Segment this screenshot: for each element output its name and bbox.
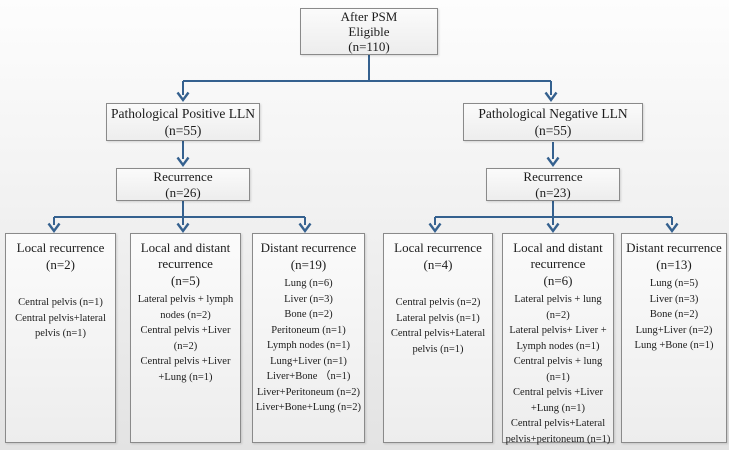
site-item: Lateral pelvis (n=1): [396, 312, 480, 324]
node-negative-lln-title: Pathological Negative LLN: [478, 106, 628, 121]
arrowhead-icon: [546, 156, 560, 168]
site-item: Central pelvis+Lateral pelvis+peritoneum…: [505, 418, 611, 445]
site-item: Lateral pelvis + lymph nodes (n=2): [137, 294, 234, 321]
site-item: Central pelvis (n=1): [18, 297, 103, 308]
node-positive-lln-count: (n=55): [164, 123, 202, 138]
site-item: Peritoneum (n=1): [271, 324, 346, 336]
node-negative-lln: Pathological Negative LLN (n=55): [463, 103, 643, 141]
node-negative-local-recurrence: Local recurrence (n=4) Central pelvis (n…: [383, 233, 493, 443]
connector-positive-to-recurrence: [176, 141, 190, 168]
node-recurrence-positive-count: (n=26): [165, 184, 201, 200]
node-positive-lln-title: Pathological Positive LLN: [111, 106, 255, 121]
arrowhead-icon: [176, 156, 190, 168]
arrowhead-icon: [665, 222, 679, 234]
node-recurrence-positive-title: Recurrence: [153, 169, 213, 184]
node-title: Local and distant recurrence: [140, 240, 231, 271]
site-item: Central pelvis +Liver +Lung (n=1): [140, 356, 231, 383]
site-list: Lung (n=5) Liver (n=3) Bone (n=2) Lung+L…: [624, 276, 724, 354]
connector-positive-outcomes: [47, 201, 312, 234]
site-item: Central pelvis + lung (n=1): [513, 356, 603, 383]
site-item: Liver+Peritoneum (n=2): [256, 386, 361, 398]
site-item: Liver+Bone （n=1): [266, 371, 351, 382]
site-item: Liver (n=3): [284, 293, 333, 305]
arrowhead-icon: [428, 222, 442, 234]
node-recurrence-negative: Recurrence (n=23): [486, 168, 620, 201]
site-item: Lateral pelvis+ Liver + Lymph nodes (n=1…: [509, 325, 607, 352]
node-title: Distant recurrence: [260, 240, 357, 255]
node-negative-distant-recurrence: Distant recurrence (n=13) Lung (n=5) Liv…: [621, 233, 727, 443]
node-negative-lln-count: (n=55): [534, 123, 572, 138]
site-item: Lung+Liver (n=1): [270, 355, 347, 367]
site-item: Lateral pelvis + lung (n=2): [514, 294, 602, 321]
site-item: Bone (n=2): [284, 309, 333, 320]
node-recurrence-positive: Recurrence (n=26): [116, 168, 250, 201]
node-eligible-count: (n=110): [348, 39, 390, 54]
arrowhead-icon: [176, 222, 190, 234]
connector-top-split: [176, 54, 558, 103]
node-title: Local recurrence: [16, 240, 105, 255]
node-count: (n=6): [543, 273, 573, 288]
node-positive-distant-recurrence: Distant recurrence (n=19) Lung (n=6) Liv…: [252, 233, 365, 443]
node-title: Local and distant recurrence: [513, 240, 603, 271]
site-item: Central pelvis+lateral pelvis (n=1): [15, 312, 106, 340]
node-eligible-line2: Eligible: [348, 24, 390, 39]
node-title: Local recurrence: [394, 240, 482, 255]
node-count: (n=4): [423, 257, 453, 272]
site-item: Central pelvis +Liver (n=2): [140, 325, 231, 352]
site-item: Central pelvis (n=2): [395, 297, 481, 308]
site-item: Central pelvis +Liver +Lung (n=1): [513, 387, 603, 414]
node-positive-local-recurrence: Local recurrence (n=2) Central pelvis (n…: [5, 233, 116, 443]
site-list: Lateral pelvis + lymph nodes (n=2) Centr…: [133, 292, 238, 385]
site-item: Liver (n=3): [649, 293, 699, 305]
arrowhead-icon: [176, 91, 190, 103]
node-count: (n=2): [46, 257, 75, 272]
arrowhead-icon: [47, 222, 61, 234]
node-recurrence-negative-count: (n=23): [535, 184, 571, 200]
site-item: Lymph nodes (n=1): [267, 340, 350, 351]
connector-negative-outcomes: [428, 201, 679, 234]
site-item: Lung (n=5): [649, 278, 699, 289]
site-list: Lateral pelvis + lung (n=2) Lateral pelv…: [505, 292, 611, 447]
node-positive-local-distant-recurrence: Local and distant recurrence (n=5) Later…: [130, 233, 241, 443]
node-positive-lln: Pathological Positive LLN (n=55): [106, 103, 260, 141]
node-count: (n=13): [656, 257, 692, 272]
site-item: Lung +Bone (n=1): [634, 340, 714, 351]
site-item: Central pelvis+Lateral pelvis (n=1): [390, 328, 486, 355]
site-item: Lung+Liver (n=2): [635, 324, 713, 336]
site-list: Lung (n=6) Liver (n=3) Bone (n=2) Perito…: [255, 276, 362, 416]
site-item: Bone (n=2): [649, 309, 699, 320]
site-list: Central pelvis (n=2) Lateral pelvis (n=1…: [386, 295, 490, 357]
node-count: (n=5): [171, 273, 200, 288]
site-item: Liver+Bone+Lung (n=2): [256, 402, 361, 413]
node-negative-local-distant-recurrence: Local and distant recurrence (n=6) Later…: [502, 233, 614, 445]
node-eligible: After PSM Eligible (n=110): [300, 8, 438, 55]
arrowhead-icon: [298, 222, 312, 234]
node-eligible-line1: After PSM: [340, 9, 398, 24]
node-title: Distant recurrence: [626, 240, 722, 255]
site-item: Lung (n=6): [284, 278, 333, 289]
arrowhead-icon: [546, 222, 560, 234]
arrowhead-icon: [544, 91, 558, 103]
connector-negative-to-recurrence: [546, 142, 560, 168]
node-recurrence-negative-title: Recurrence: [523, 169, 583, 184]
site-list: Central pelvis (n=1) Central pelvis+late…: [8, 295, 113, 342]
node-count: (n=19): [290, 257, 327, 272]
